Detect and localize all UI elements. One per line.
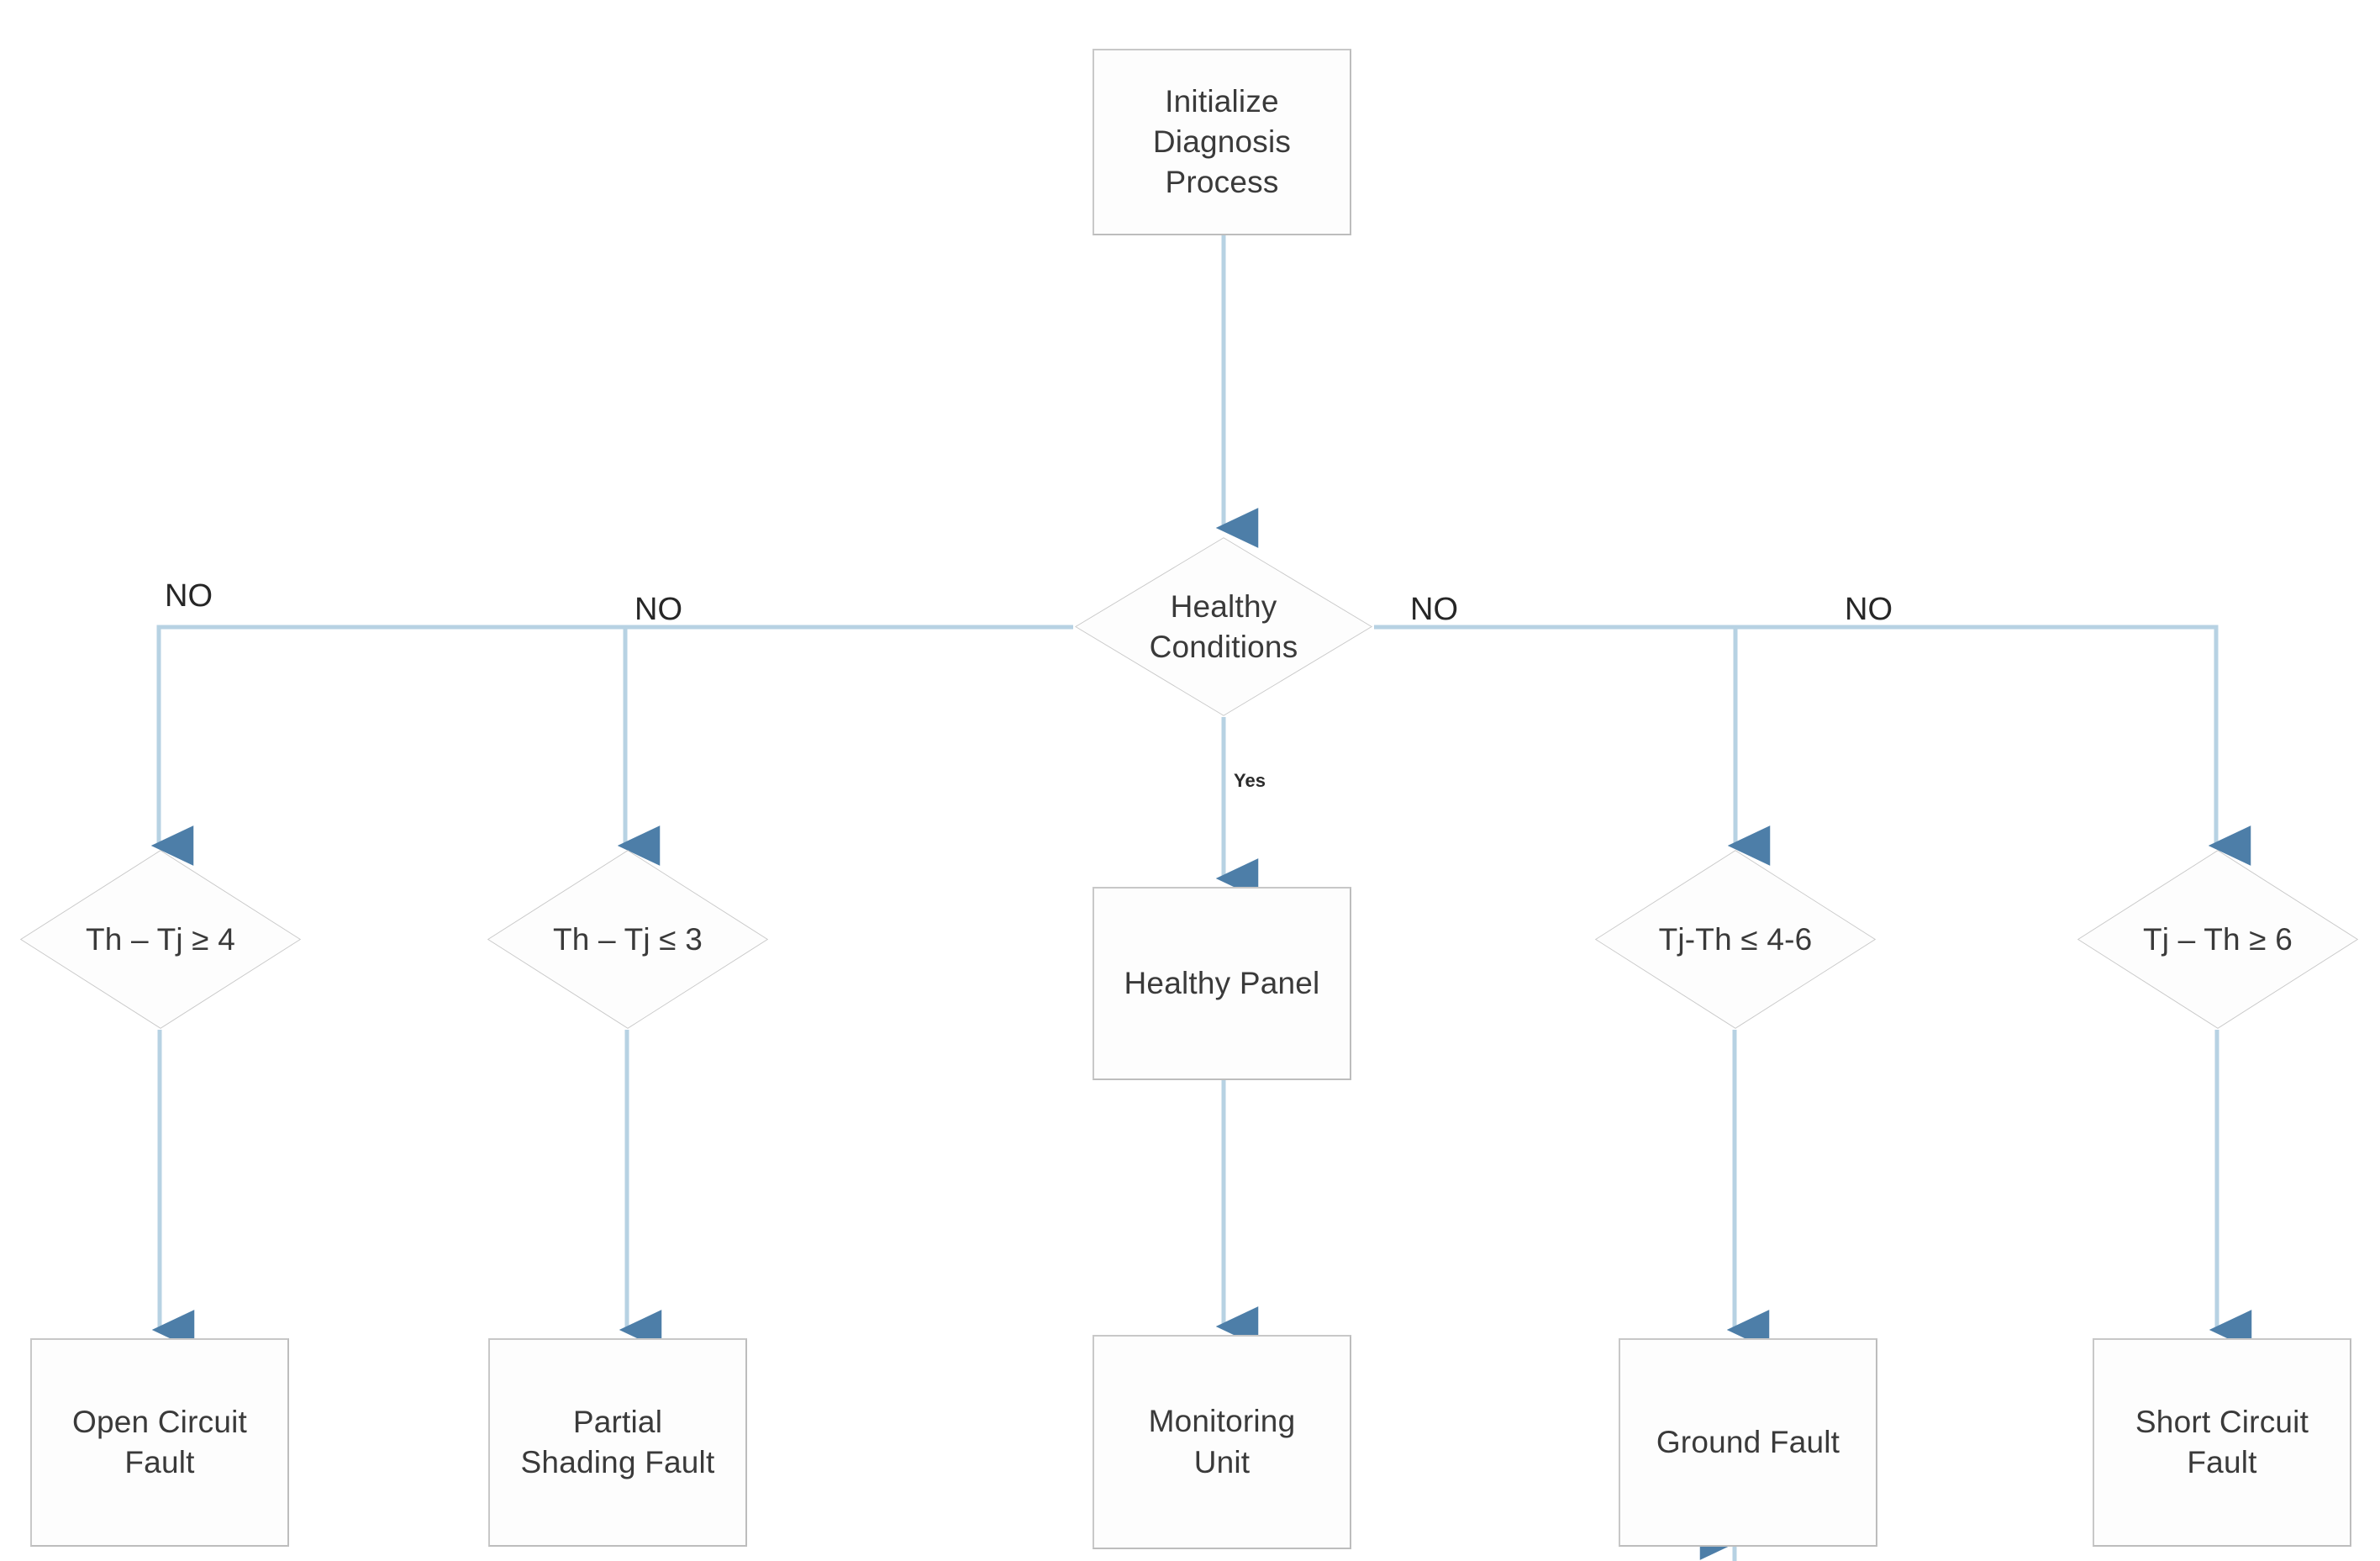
node-open-circuit-fault-label: Open Circuit Fault bbox=[71, 1404, 248, 1479]
wire-no-bus-right bbox=[1374, 625, 2219, 841]
wire-no-bus-left bbox=[156, 625, 1073, 841]
node-initialize-label: Initialize Diagnosis Process bbox=[1152, 83, 1292, 200]
diamond-shape bbox=[2076, 849, 2360, 1030]
node-th-tj-le-3[interactable]: Th – Tj ≤ 3 bbox=[486, 849, 770, 1030]
node-short-circuit-fault[interactable]: Short Circuit Fault bbox=[2093, 1338, 2351, 1547]
node-th-tj-ge-4[interactable]: Th – Tj ≥ 4 bbox=[18, 849, 303, 1030]
node-partial-shading-fault-label: Partial Shading Fault bbox=[520, 1404, 715, 1479]
node-monitoring-unit-label: Monitoring Unit bbox=[1148, 1404, 1296, 1479]
edge-label-yes: Yes bbox=[1234, 770, 1266, 791]
node-partial-shading-fault[interactable]: Partial Shading Fault bbox=[488, 1338, 747, 1547]
node-th-tj-ge-4-label: Th – Tj ≥ 4 bbox=[85, 921, 236, 957]
node-healthy-conditions-label: Healthy Conditions bbox=[1149, 589, 1298, 664]
node-ground-fault-label: Ground Fault bbox=[1656, 1424, 1840, 1459]
diamond-shape bbox=[1073, 536, 1374, 717]
node-monitoring-unit[interactable]: Monitoring Unit bbox=[1093, 1335, 1351, 1549]
edge-label-no-4: NO bbox=[1845, 592, 1893, 627]
node-tj-th-ge-6-label: Tj – Th ≥ 6 bbox=[2142, 921, 2293, 957]
node-healthy-panel-label: Healthy Panel bbox=[1124, 965, 1320, 1000]
node-ground-fault[interactable]: Ground Fault bbox=[1619, 1338, 1877, 1547]
node-healthy-conditions[interactable]: Healthy Conditions bbox=[1073, 536, 1374, 717]
edge-label-no-1: NO bbox=[165, 578, 213, 614]
edge-label-no-2: NO bbox=[634, 592, 682, 627]
node-tj-th-le-4-6[interactable]: Tj-Th ≤ 4-6 bbox=[1593, 849, 1877, 1030]
node-short-circuit-fault-label: Short Circuit Fault bbox=[2135, 1404, 2309, 1479]
node-healthy-panel[interactable]: Healthy Panel bbox=[1093, 887, 1351, 1080]
node-initialize[interactable]: Initialize Diagnosis Process bbox=[1093, 49, 1351, 235]
node-th-tj-le-3-label: Th – Tj ≤ 3 bbox=[552, 921, 703, 957]
node-tj-th-le-4-6-label: Tj-Th ≤ 4-6 bbox=[1658, 921, 1813, 957]
diamond-shape bbox=[18, 849, 303, 1030]
diamond-shape bbox=[1593, 849, 1877, 1030]
diamond-shape bbox=[486, 849, 770, 1030]
node-open-circuit-fault[interactable]: Open Circuit Fault bbox=[30, 1338, 289, 1547]
edge-label-no-3: NO bbox=[1410, 592, 1458, 627]
node-tj-th-ge-6[interactable]: Tj – Th ≥ 6 bbox=[2076, 849, 2360, 1030]
